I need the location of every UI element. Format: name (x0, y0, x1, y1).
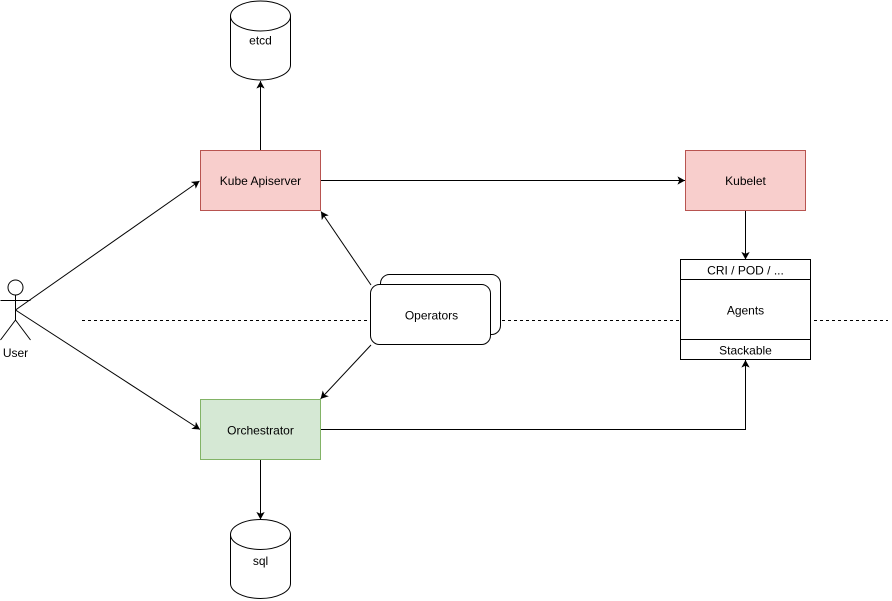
svg-text:Stackable: Stackable (719, 343, 772, 357)
svg-text:Agents: Agents (727, 303, 764, 317)
svg-text:etcd: etcd (249, 34, 272, 48)
svg-text:CRI / POD / ...: CRI / POD / ... (707, 263, 784, 277)
svg-text:User: User (3, 346, 28, 360)
svg-text:Operators: Operators (405, 309, 458, 323)
svg-text:Orchestrator: Orchestrator (227, 423, 294, 437)
svg-text:Kubelet: Kubelet (725, 174, 766, 188)
svg-text:sql: sql (253, 554, 268, 568)
svg-text:Kube Apiserver: Kube Apiserver (220, 174, 301, 188)
